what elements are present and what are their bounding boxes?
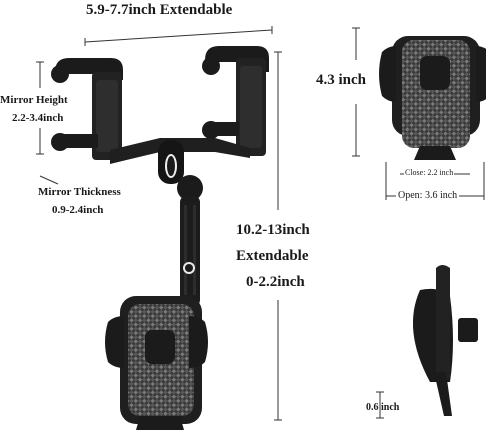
mirror-thickness-title: Mirror Thickness (38, 186, 121, 198)
mirror-thickness-value: 0.9-2.4inch (52, 204, 104, 216)
hook-depth-label: 0.6 inch (366, 402, 400, 413)
rearview-mirror-mount (51, 46, 269, 430)
mirror-height-title: Mirror Height (0, 94, 68, 106)
mirror-thickness-line (39, 175, 59, 185)
close-width-label: Close: 2.2 inch (404, 168, 455, 177)
dimension-lines (36, 26, 485, 421)
arm-extension-label: 0-2.2inch (246, 274, 305, 290)
holder-side-view (412, 265, 478, 416)
holder-front-view (379, 36, 486, 160)
holder-height-label: 4.3 inch (316, 72, 367, 88)
arm-extendable-label: Extendable (236, 248, 309, 264)
mirror-height-value: 2.2-3.4inch (12, 112, 64, 124)
arm-length-label: 10.2-13inch (236, 222, 310, 238)
extendable-width-label: 5.9-7.7inch Extendable (86, 2, 233, 18)
open-width-label: Open: 3.6 inch (396, 190, 460, 201)
width-dimension-line (84, 29, 273, 43)
